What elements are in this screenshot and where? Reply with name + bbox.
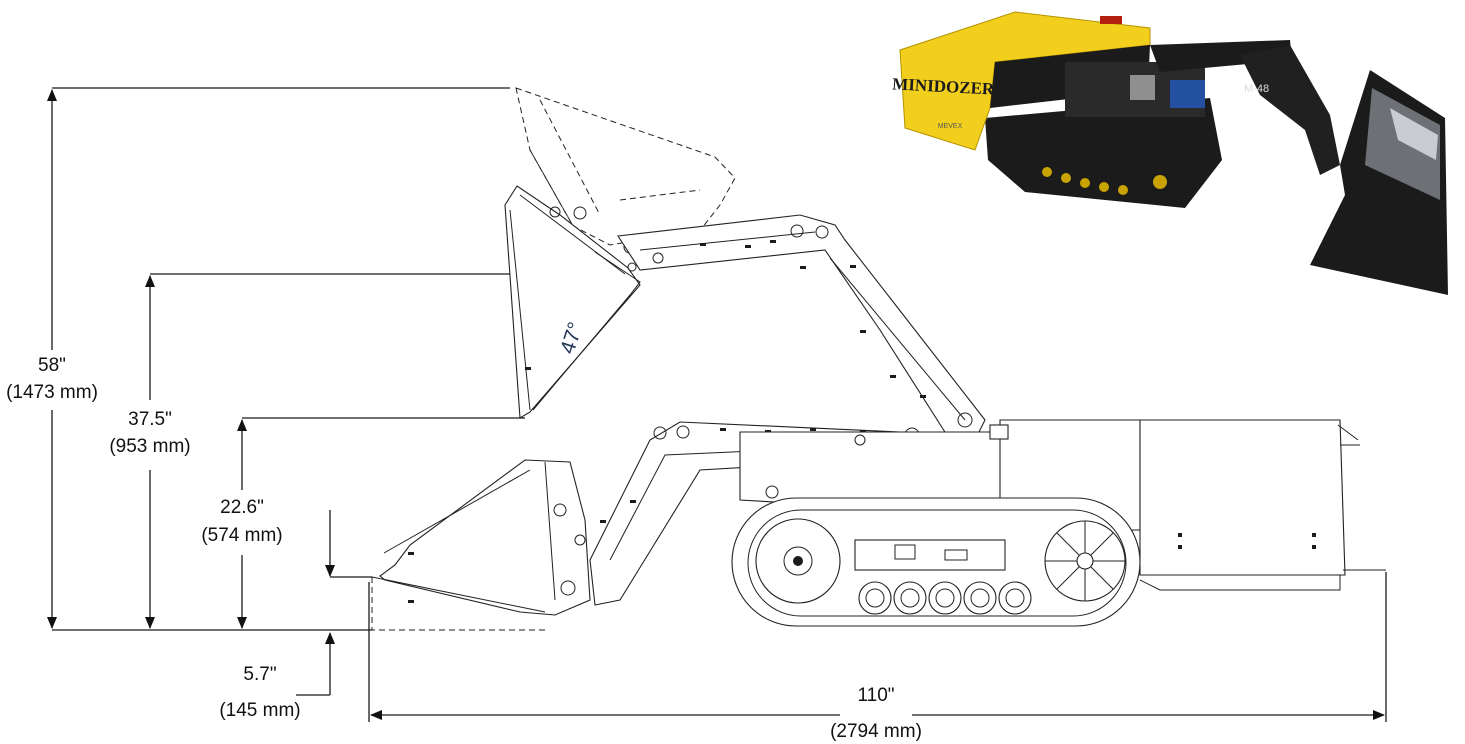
hinge-height-dimension: 22.6" (574 mm): [201, 417, 525, 629]
machine-chassis: [739, 419, 1386, 591]
photo-model-label: M-48: [1244, 83, 1269, 95]
raised-bucket-dashed-outline: [515, 87, 736, 246]
dig-depth-inches: 5.7": [243, 664, 276, 685]
dump-height-inches: 37.5": [128, 409, 172, 430]
max-height-inches: 58": [38, 355, 66, 376]
dig-depth-mm: (145 mm): [219, 700, 300, 721]
photo-maker-label: MEVEX: [938, 123, 963, 130]
photo-road-wheels: [1042, 167, 1167, 195]
minidozer-photo: MINIDOZER MEVEX M-48: [892, 11, 1448, 295]
overall-length-mm: (2794 mm): [830, 721, 922, 742]
max-height-mm: (1473 mm): [6, 382, 98, 403]
dig-depth-dimension: 5.7" (145 mm): [219, 510, 372, 721]
max-height-dimension: 58" (1473 mm): [6, 87, 510, 629]
overall-length-dimension: 110" (2794 mm): [368, 572, 1387, 742]
lowered-bucket: [371, 459, 591, 631]
dump-height-dimension: 37.5" (953 mm): [109, 273, 612, 629]
track-assembly: [731, 497, 1141, 627]
dump-height-mm: (953 mm): [109, 436, 190, 457]
hinge-height-inches: 22.6": [220, 497, 264, 518]
raised-bucket-solid: 47°: [504, 185, 641, 419]
road-wheels: [858, 581, 1032, 615]
raised-boom-arm: [617, 214, 986, 441]
photo-boom-arm: [1240, 45, 1340, 175]
hinge-height-mm: (574 mm): [201, 525, 282, 546]
overall-length-inches: 110": [857, 685, 894, 706]
